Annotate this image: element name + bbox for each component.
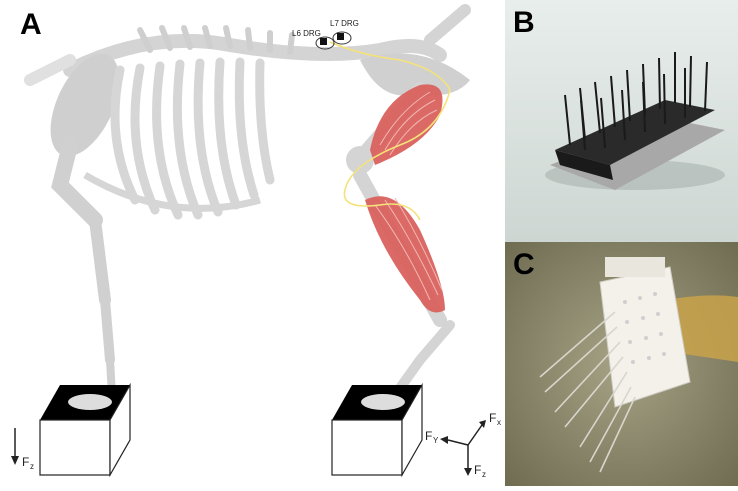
fz-label-left: F (22, 455, 29, 469)
panel-b-electrode-array-photo: B (505, 0, 738, 242)
panel-b-label: B (513, 8, 535, 38)
penetrating-electrode-image (505, 242, 738, 486)
force-axes-right: F x F Y F z (425, 411, 501, 479)
l7-drg-label: L7 DRG (330, 19, 359, 28)
fz-subscript-right: z (482, 470, 486, 479)
l6-drg-label: L6 DRG (292, 29, 321, 38)
tail (430, 10, 465, 40)
fz-label-right: F (474, 463, 481, 477)
fy-subscript: Y (433, 436, 439, 445)
fy-label: F (425, 429, 432, 443)
panel-a-skeleton-diagram: L6 DRG L7 DRG F z (0, 0, 505, 486)
left-paw (68, 394, 112, 410)
shank-muscle (365, 196, 445, 312)
force-plate-right (332, 385, 422, 475)
panel-c-label: C (513, 250, 535, 280)
fz-subscript-left: z (30, 462, 34, 471)
utah-array-image (505, 0, 738, 242)
force-plate-left (40, 385, 130, 475)
ribcage (115, 62, 270, 215)
fx-label: F (489, 411, 496, 425)
fx-subscript: x (497, 418, 501, 427)
l7-drg-electrode (333, 32, 351, 44)
right-paw (361, 394, 405, 410)
fz-arrow-left: F z (11, 428, 34, 471)
skeleton-illustration: L6 DRG L7 DRG F z (0, 0, 505, 486)
panel-c-electrode-photo: C (505, 242, 738, 486)
panel-a-label: A (20, 10, 42, 40)
